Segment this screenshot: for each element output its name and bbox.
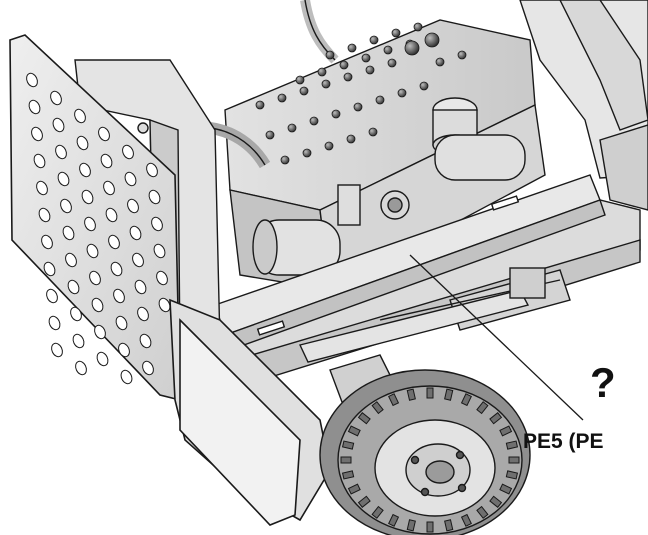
tire-tread: [426, 521, 434, 533]
perforation-hole: [86, 243, 99, 259]
tire-tread: [505, 470, 519, 480]
perforation-hole: [98, 126, 110, 142]
perforation-hole: [158, 297, 171, 313]
perforation-hole: [118, 342, 130, 358]
tire-tread: [508, 456, 520, 464]
tire-tread: [444, 519, 454, 532]
tire-tread: [489, 412, 503, 425]
perforation-hole-icon: [26, 72, 171, 385]
perforation-hole: [115, 315, 128, 331]
perforation-hole: [153, 243, 166, 259]
perforation-hole: [60, 198, 72, 214]
perforation-hole: [156, 270, 168, 286]
perforation-hole: [103, 180, 115, 196]
perforation-hole: [94, 324, 106, 340]
tire-tread: [444, 388, 454, 401]
callout-part-label: PE5 (PE: [523, 430, 604, 453]
perforation-hole: [129, 225, 142, 241]
tire-tread: [357, 412, 371, 425]
perforation-hole: [84, 216, 96, 232]
fastener-icon-group: [255, 22, 467, 165]
perforation-hole: [151, 216, 163, 232]
perforation-hole: [74, 108, 86, 124]
perforation-hole: [46, 288, 58, 304]
perforation-hole: [31, 126, 43, 142]
tire-tread: [406, 519, 416, 532]
perforation-hole: [134, 279, 147, 295]
perforation-hole: [110, 261, 123, 277]
perforation-hole: [127, 198, 139, 214]
perforation-hole: [55, 144, 67, 160]
perforation-hole: [38, 207, 51, 223]
perforation-hole: [33, 153, 46, 169]
tire-tread: [406, 388, 416, 401]
perforation-hole: [124, 171, 137, 187]
tire-tread: [489, 495, 503, 508]
perforation-hole: [52, 117, 65, 133]
perforation-hole: [26, 72, 38, 88]
perforation-hole: [76, 135, 89, 151]
perforation-hole: [75, 360, 87, 376]
perforation-hole: [89, 270, 101, 286]
tire-tread: [460, 393, 472, 407]
perforation-hole: [105, 207, 118, 223]
tire-tread: [426, 387, 434, 399]
tire-tread: [460, 513, 472, 527]
tire-tread: [476, 401, 489, 415]
perforation-hole: [146, 162, 158, 178]
perforation-hole: [142, 360, 154, 376]
tire-tread: [341, 470, 355, 480]
perforation-hole: [57, 171, 70, 187]
perforation-hole: [43, 261, 56, 277]
perforation-hole: [70, 306, 82, 322]
perforation-hole: [28, 99, 41, 115]
tire-tread: [371, 401, 384, 415]
front-fender: [169, 298, 331, 526]
perforation-hole: [132, 252, 144, 268]
callout-leader-line: [409, 254, 584, 421]
perforation-hole: [65, 252, 77, 268]
perforation-hole: [67, 279, 80, 295]
tire-tread: [505, 440, 519, 450]
tire-tread: [388, 513, 400, 527]
perforation-hole: [148, 189, 161, 205]
perforation-hole: [41, 234, 53, 250]
tire-tread: [371, 505, 384, 519]
perforation-hole: [81, 189, 94, 205]
tire-tread: [341, 440, 355, 450]
perforated-side-panel: [9, 34, 181, 402]
perforation-hole: [72, 333, 85, 349]
perforation-hole: [36, 180, 48, 196]
perforation-hole: [79, 162, 91, 178]
perforation-hole: [51, 342, 63, 358]
perforation-hole: [139, 333, 152, 349]
perforation-hole: [96, 351, 109, 367]
perforation-hole: [62, 225, 75, 241]
wheel: [319, 369, 531, 535]
perforation-hole: [122, 144, 134, 160]
perforation-hole: [108, 234, 120, 250]
front-tray-panel: [214, 174, 606, 351]
rear-frame: [519, 0, 648, 211]
perforation-hole: [137, 306, 149, 322]
tire-tread: [357, 495, 371, 508]
perforation-hole: [50, 90, 62, 106]
tire-tread: [499, 425, 513, 437]
tire-tread: [340, 456, 352, 464]
perforation-hole: [100, 153, 113, 169]
tire-tread: [388, 393, 400, 407]
tire-tread: [499, 483, 513, 495]
perforation-hole: [48, 315, 61, 331]
tire-tread: [476, 505, 489, 519]
callout-question-mark: ?: [590, 359, 616, 406]
perforation-hole: [91, 297, 104, 313]
perforation-hole: [120, 369, 133, 385]
perforation-hole: [113, 288, 125, 304]
tire-tread: [347, 425, 361, 437]
tire-tread: [347, 483, 361, 495]
